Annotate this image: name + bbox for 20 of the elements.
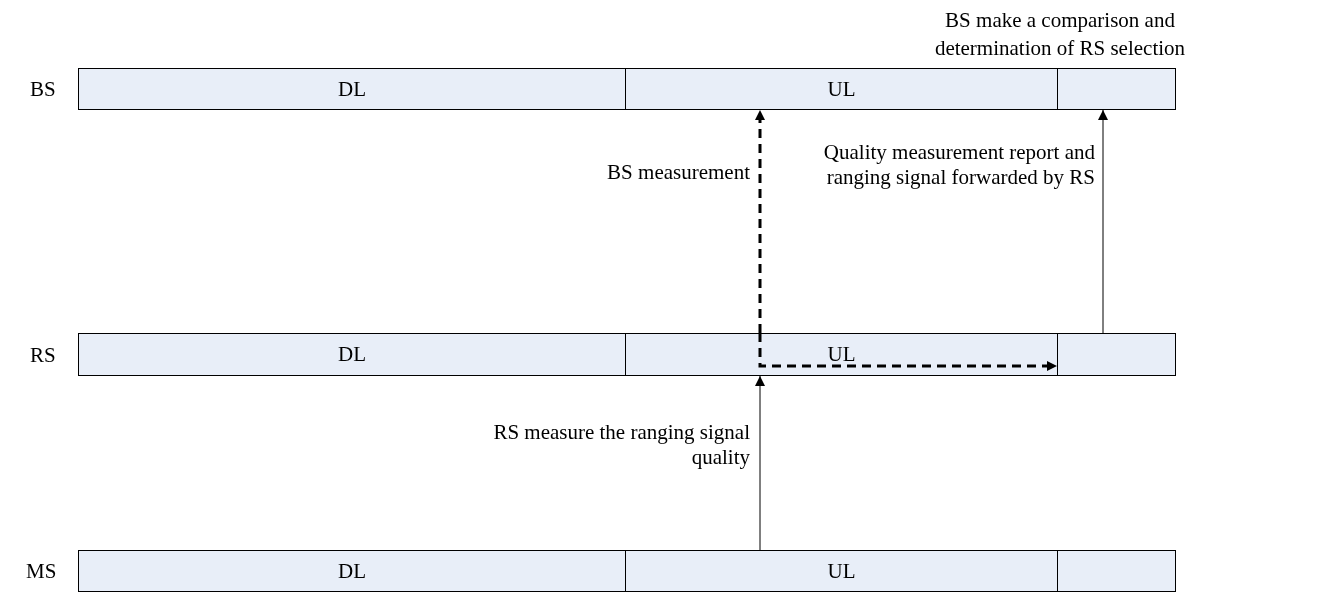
- frame-segment: [1057, 333, 1176, 376]
- frame-segment: DL: [78, 550, 626, 592]
- edge-label: BS measurement: [606, 160, 750, 185]
- row-label: RS: [30, 343, 56, 367]
- row-label: BS: [30, 77, 56, 101]
- arrow: [755, 375, 765, 551]
- frame-segment: DL: [78, 333, 626, 376]
- frame-segment: [1057, 550, 1176, 592]
- edge-label: RS measure the ranging signal quality: [492, 420, 750, 470]
- arrow: [758, 333, 1057, 371]
- arrow: [1098, 109, 1108, 334]
- frame-segment: UL: [625, 550, 1058, 592]
- row-label: MS: [26, 559, 57, 583]
- frame-segment: UL: [625, 68, 1058, 110]
- annotation-text: BS make a comparison and determination of RS selection: [933, 7, 1187, 62]
- frame-segment: UL: [625, 333, 1058, 376]
- edge-label: Quality measurement report and ranging signal forwarded by RS: [822, 140, 1095, 190]
- frame-segment: [1057, 68, 1176, 110]
- frame-segment: DL: [78, 68, 626, 110]
- arrow: [755, 110, 765, 333]
